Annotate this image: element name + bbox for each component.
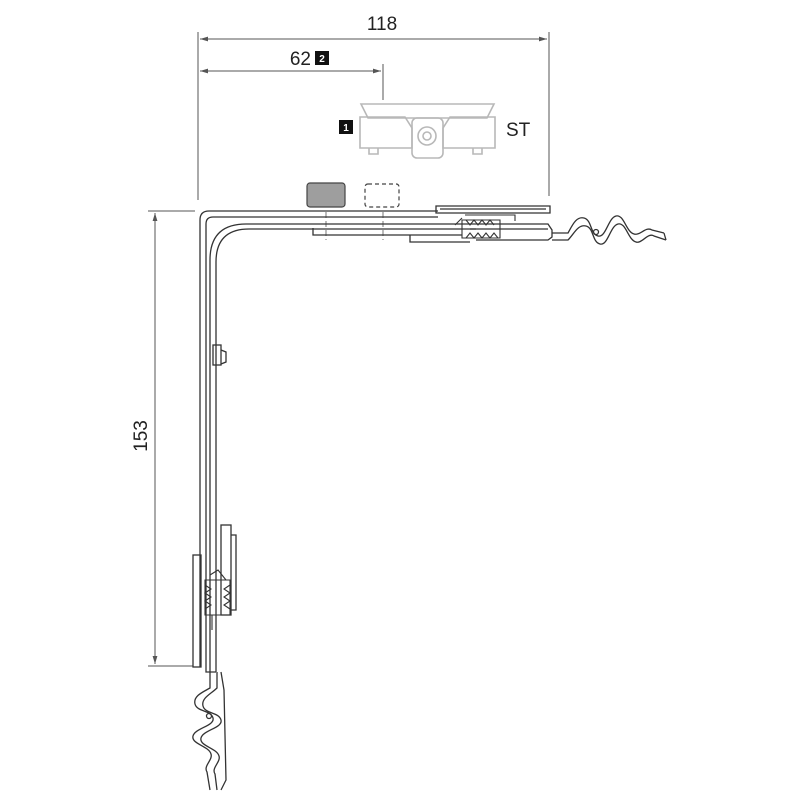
- badge-2: 2: [315, 51, 329, 65]
- dashed-block: [364, 183, 400, 208]
- top-gear-mechanism: [454, 214, 516, 239]
- solid-block: [306, 182, 346, 208]
- dimension-height: [148, 210, 195, 667]
- vertical-spring-clip: [192, 671, 227, 791]
- badge-1: 1: [339, 120, 353, 134]
- height-label: 153: [131, 420, 152, 452]
- horizontal-spring-clip: [552, 215, 667, 245]
- st-label: ST: [506, 120, 531, 141]
- corner-rail: [192, 205, 553, 673]
- svg-text:1: 1: [343, 123, 349, 134]
- svg-text:2: 2: [319, 54, 325, 65]
- partial-width-label: 62: [290, 49, 311, 70]
- block-center-lines: [325, 212, 384, 240]
- overall-width-label: 118: [367, 14, 397, 35]
- dimension-overall-width: [197, 32, 550, 200]
- dimension-partial-width: [200, 64, 384, 100]
- st-detail-view: [359, 103, 496, 159]
- side-gear-mechanism: [204, 569, 231, 630]
